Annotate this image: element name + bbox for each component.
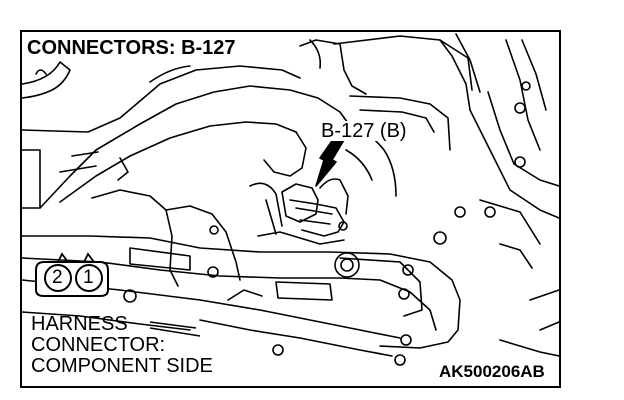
intake-duct [22, 85, 397, 287]
caption-line-3: COMPONENT SIDE [31, 355, 213, 377]
right-strut [469, 39, 559, 269]
callout-label: B-127 (B) [319, 120, 409, 142]
caption-line-1: HARNESS [31, 313, 128, 335]
pin-2-label: 2 [52, 267, 63, 288]
harness-connector-diagram [35, 252, 109, 297]
misc-edges [59, 151, 559, 357]
connector-b127-body [257, 178, 349, 245]
pin-1-ring [75, 264, 103, 292]
upper-bracket [299, 33, 481, 151]
callout-arrow [315, 137, 345, 187]
caption-line-2: CONNECTOR: [31, 334, 166, 356]
pin-1-label: 1 [83, 267, 94, 288]
upper-left-component [22, 61, 301, 133]
support-beam [22, 235, 461, 357]
harness-connector-caption: HARNESS CONNECTOR: COMPONENT SIDE [31, 314, 213, 377]
bolt-heads [123, 81, 531, 366]
harness-leader-lines [149, 321, 201, 337]
pin-2-ring [44, 264, 72, 292]
diagram-title: CONNECTORS: B-127 [27, 38, 239, 60]
figure-code: AK500206AB [436, 363, 548, 380]
